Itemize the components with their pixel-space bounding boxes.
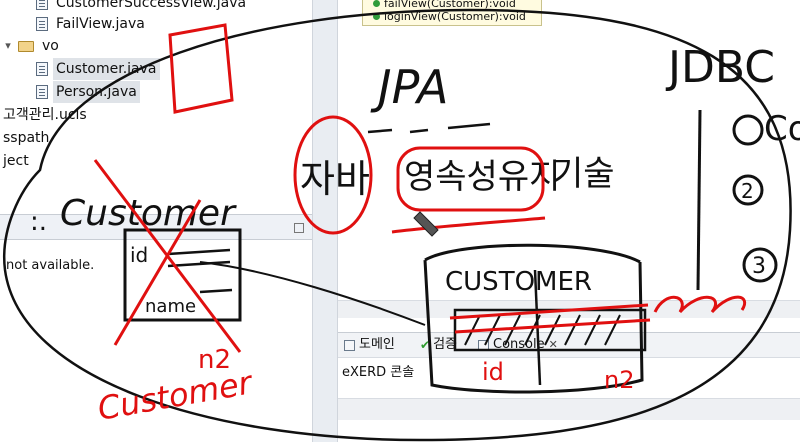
collapse-arrow-icon[interactable]: ▾: [5, 39, 11, 52]
outline-item-label: loginView(Customer):void: [384, 10, 526, 23]
domain-icon: [344, 339, 355, 351]
tab-validation[interactable]: ✔ 검증: [420, 333, 457, 357]
console-title: eXERD 콘솔: [342, 365, 415, 380]
tree-item-label: Person.java: [53, 81, 140, 103]
tree-item-label: vo: [42, 38, 59, 54]
minimize-icon[interactable]: [294, 223, 304, 233]
tree-item-label: CustomerSuccessView.java: [56, 0, 247, 11]
tree-item-label: ject: [3, 153, 29, 169]
tree-item-person-java[interactable]: Person.java: [36, 81, 140, 103]
editor-horizontal-scrollbar[interactable]: [338, 300, 800, 318]
editor-area[interactable]: [338, 0, 800, 318]
tree-item-project[interactable]: ject: [0, 150, 32, 172]
left-bottom-panel: not available.: [0, 240, 312, 442]
tab-console[interactable]: Console ✕: [478, 333, 558, 357]
java-file-icon: [36, 0, 48, 10]
close-icon[interactable]: ✕: [548, 338, 558, 351]
tree-item-vo-folder[interactable]: ▾ vo: [2, 35, 62, 57]
tab-label: Console: [493, 337, 545, 352]
tree-item-label: Customer.java: [53, 58, 160, 80]
console-icon: [478, 339, 489, 351]
tree-item-customersuccessview[interactable]: CustomerSuccessView.java: [36, 0, 249, 14]
tree-item-customer-java[interactable]: Customer.java: [36, 58, 160, 80]
tree-item-classpath[interactable]: sspath: [0, 127, 52, 149]
console-horizontal-scrollbar[interactable]: [338, 398, 800, 420]
project-explorer: CustomerSuccessView.java FailView.java ▾…: [0, 0, 312, 214]
tree-item-ucls[interactable]: 고객관리.ucls: [0, 104, 90, 126]
bottom-tabbar: 도메인 ✔ 검증 Console ✕: [338, 332, 800, 358]
tab-domain[interactable]: 도메인: [344, 333, 395, 357]
check-icon: ✔: [420, 338, 431, 352]
java-file-icon: [36, 85, 48, 99]
left-bottom-tabbar: [0, 214, 312, 240]
outline-item-label: failView(Customer):void: [384, 0, 516, 10]
outline-item[interactable]: failView(Customer):void: [373, 0, 516, 10]
outline-popup: failView(Customer):void loginView(Custom…: [362, 0, 542, 26]
java-file-icon: [36, 17, 48, 31]
java-file-icon: [36, 62, 48, 76]
outline-item[interactable]: loginView(Customer):void: [373, 10, 526, 23]
public-method-icon: [373, 0, 380, 7]
tree-item-label: sspath: [3, 130, 50, 146]
tree-item-label: FailView.java: [56, 16, 145, 32]
folder-icon: [18, 40, 34, 52]
tree-item-label: 고객관리.ucls: [3, 107, 87, 123]
status-text: not available.: [6, 258, 95, 273]
sash-divider[interactable]: [312, 0, 338, 442]
tab-label: 도메인: [359, 337, 395, 352]
public-method-icon: [373, 13, 380, 20]
tree-item-failview[interactable]: FailView.java: [36, 13, 148, 35]
tab-label: 검증: [433, 337, 457, 352]
